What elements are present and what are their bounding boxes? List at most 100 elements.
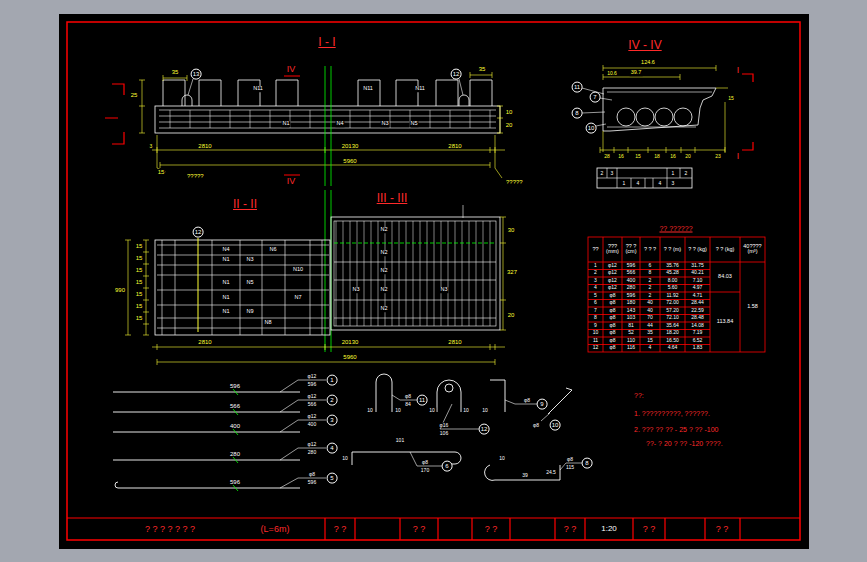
drawing-text: 10 — [505, 109, 514, 115]
drawing-text: 10 — [481, 408, 489, 413]
drawing-text: 2. ??? ?? ?? - 25 ? ?? -100 — [633, 426, 719, 433]
drawing-text: IV — [286, 65, 297, 74]
drawing-text: 2 — [684, 171, 689, 176]
drawing-text: 400 — [307, 422, 317, 427]
drawing-text: N11 — [252, 86, 264, 92]
drawing-text: 20 — [507, 312, 516, 318]
table-cell: 28.48 — [685, 316, 710, 321]
drawing-text: N1 — [221, 309, 230, 315]
table-cell: 52 — [622, 331, 640, 336]
drawing-text: 2810 — [447, 339, 462, 345]
drawing-text: II - II — [232, 198, 258, 210]
drawing-text: φ8 — [404, 394, 412, 399]
drawing-text: 15 — [157, 169, 166, 175]
callout-number: 12 — [193, 227, 204, 238]
drawing-text: ? ? — [333, 525, 348, 534]
drawing-text: φ8 — [308, 472, 316, 477]
table-cell: 11.92 — [660, 293, 685, 298]
table-cell: 44 — [640, 323, 660, 328]
drawing-text: N1 — [221, 257, 230, 263]
drawing-text: 10 — [341, 456, 349, 461]
table-cell: 143 — [622, 308, 640, 313]
drawing-text: 15 — [135, 243, 144, 249]
table-cell: 4.71 — [685, 293, 710, 298]
table-cell: ?? — [588, 247, 603, 253]
drawing-text: 5960 — [342, 158, 357, 164]
drawing-text: III - III — [376, 192, 409, 204]
drawing-text: I - I — [317, 36, 336, 48]
table-cell: 45.28 — [660, 271, 685, 276]
callout-number: 2 — [327, 395, 338, 406]
callout-number: 4 — [327, 443, 338, 454]
drawing-text: φ8 — [566, 457, 574, 462]
table-cell: 6 — [640, 263, 660, 268]
table-cell: 5.60 — [660, 286, 685, 291]
table-cell: ??? (mm) — [603, 244, 622, 256]
table-cell: 7.19 — [685, 331, 710, 336]
drawing-text: N7 — [293, 295, 302, 301]
drawing-text: 15 — [135, 303, 144, 309]
drawing-text: φ12 — [307, 374, 318, 379]
table-cell: ? ? (m) — [660, 247, 685, 253]
drawing-text: 15 — [135, 255, 144, 261]
drawing-text: 596 — [229, 383, 241, 389]
drawing-text: ????? — [186, 173, 205, 179]
table-cell: φ8 — [603, 346, 622, 351]
drawing-text: 1:20 — [600, 525, 618, 533]
drawing-text: 2810 — [197, 339, 212, 345]
drawing-text: N3 — [245, 257, 254, 263]
table-cell: 1 — [588, 263, 603, 268]
table-cell: 4 — [640, 346, 660, 351]
table-cell: 7 — [588, 308, 603, 313]
drawing-text: N2 — [379, 227, 388, 233]
table-cell: 3 — [588, 278, 603, 283]
table-cell: 84.03 — [710, 274, 740, 280]
drawing-text: 280 — [229, 451, 241, 457]
table-cell: 72.00 — [660, 301, 685, 306]
drawing-text: 596 — [229, 479, 241, 485]
drawing-text: φ8 — [421, 460, 429, 465]
drawing-text: 20 — [505, 122, 514, 128]
drawing-text: N3 — [351, 287, 360, 293]
drawing-text: ?? ?????? — [658, 225, 693, 232]
drawing-text: φ12 — [307, 394, 318, 399]
drawing-text: 24.5 — [545, 470, 557, 475]
drawing-text: 170 — [420, 468, 430, 473]
drawing-text: N1 — [281, 121, 290, 127]
callout-number: 9 — [537, 399, 548, 410]
table-cell: ? ? (kg) — [710, 247, 740, 253]
drawing-text: ? ? — [412, 525, 427, 534]
table-cell: 40 — [640, 301, 660, 306]
table-cell: 1.58 — [740, 304, 765, 310]
drawing-text: 16 — [669, 154, 677, 159]
table-cell: 11 — [588, 338, 603, 343]
drawing-text: N11 — [362, 86, 374, 92]
table-cell: 4 — [588, 286, 603, 291]
drawing-text: 596 — [307, 382, 317, 387]
drawing-text: 124.6 — [640, 60, 656, 66]
drawing-text: 15 — [135, 279, 144, 285]
callout-number: 10 — [586, 123, 597, 134]
callout-number: 1 — [327, 375, 338, 386]
table-cell: φ12 — [603, 263, 622, 268]
table-cell: 9 — [588, 323, 603, 328]
drawing-text: 2 — [600, 171, 605, 176]
drawing-text: 84 — [404, 402, 412, 407]
drawing-text: 20 — [684, 154, 692, 159]
drawing-text: 990 — [114, 287, 126, 293]
table-cell: φ12 — [603, 286, 622, 291]
drawing-text: N10 — [292, 267, 304, 273]
table-cell: φ8 — [603, 308, 622, 313]
drawing-text: φ8 — [523, 398, 531, 403]
drawing-text: 15 — [634, 154, 642, 159]
table-cell: 113.84 — [710, 319, 740, 325]
table-cell: φ8 — [603, 331, 622, 336]
drawing-text: N2 — [379, 250, 388, 256]
drawing-text: φ16 — [439, 423, 450, 428]
drawing-text: IV — [286, 177, 297, 186]
table-cell: 40???? (m³) — [740, 244, 765, 256]
drawing-text: 35 — [171, 69, 180, 75]
drawing-text: 3 — [610, 171, 615, 176]
table-cell: φ8 — [603, 323, 622, 328]
drawing-text: ? ? — [715, 525, 730, 534]
